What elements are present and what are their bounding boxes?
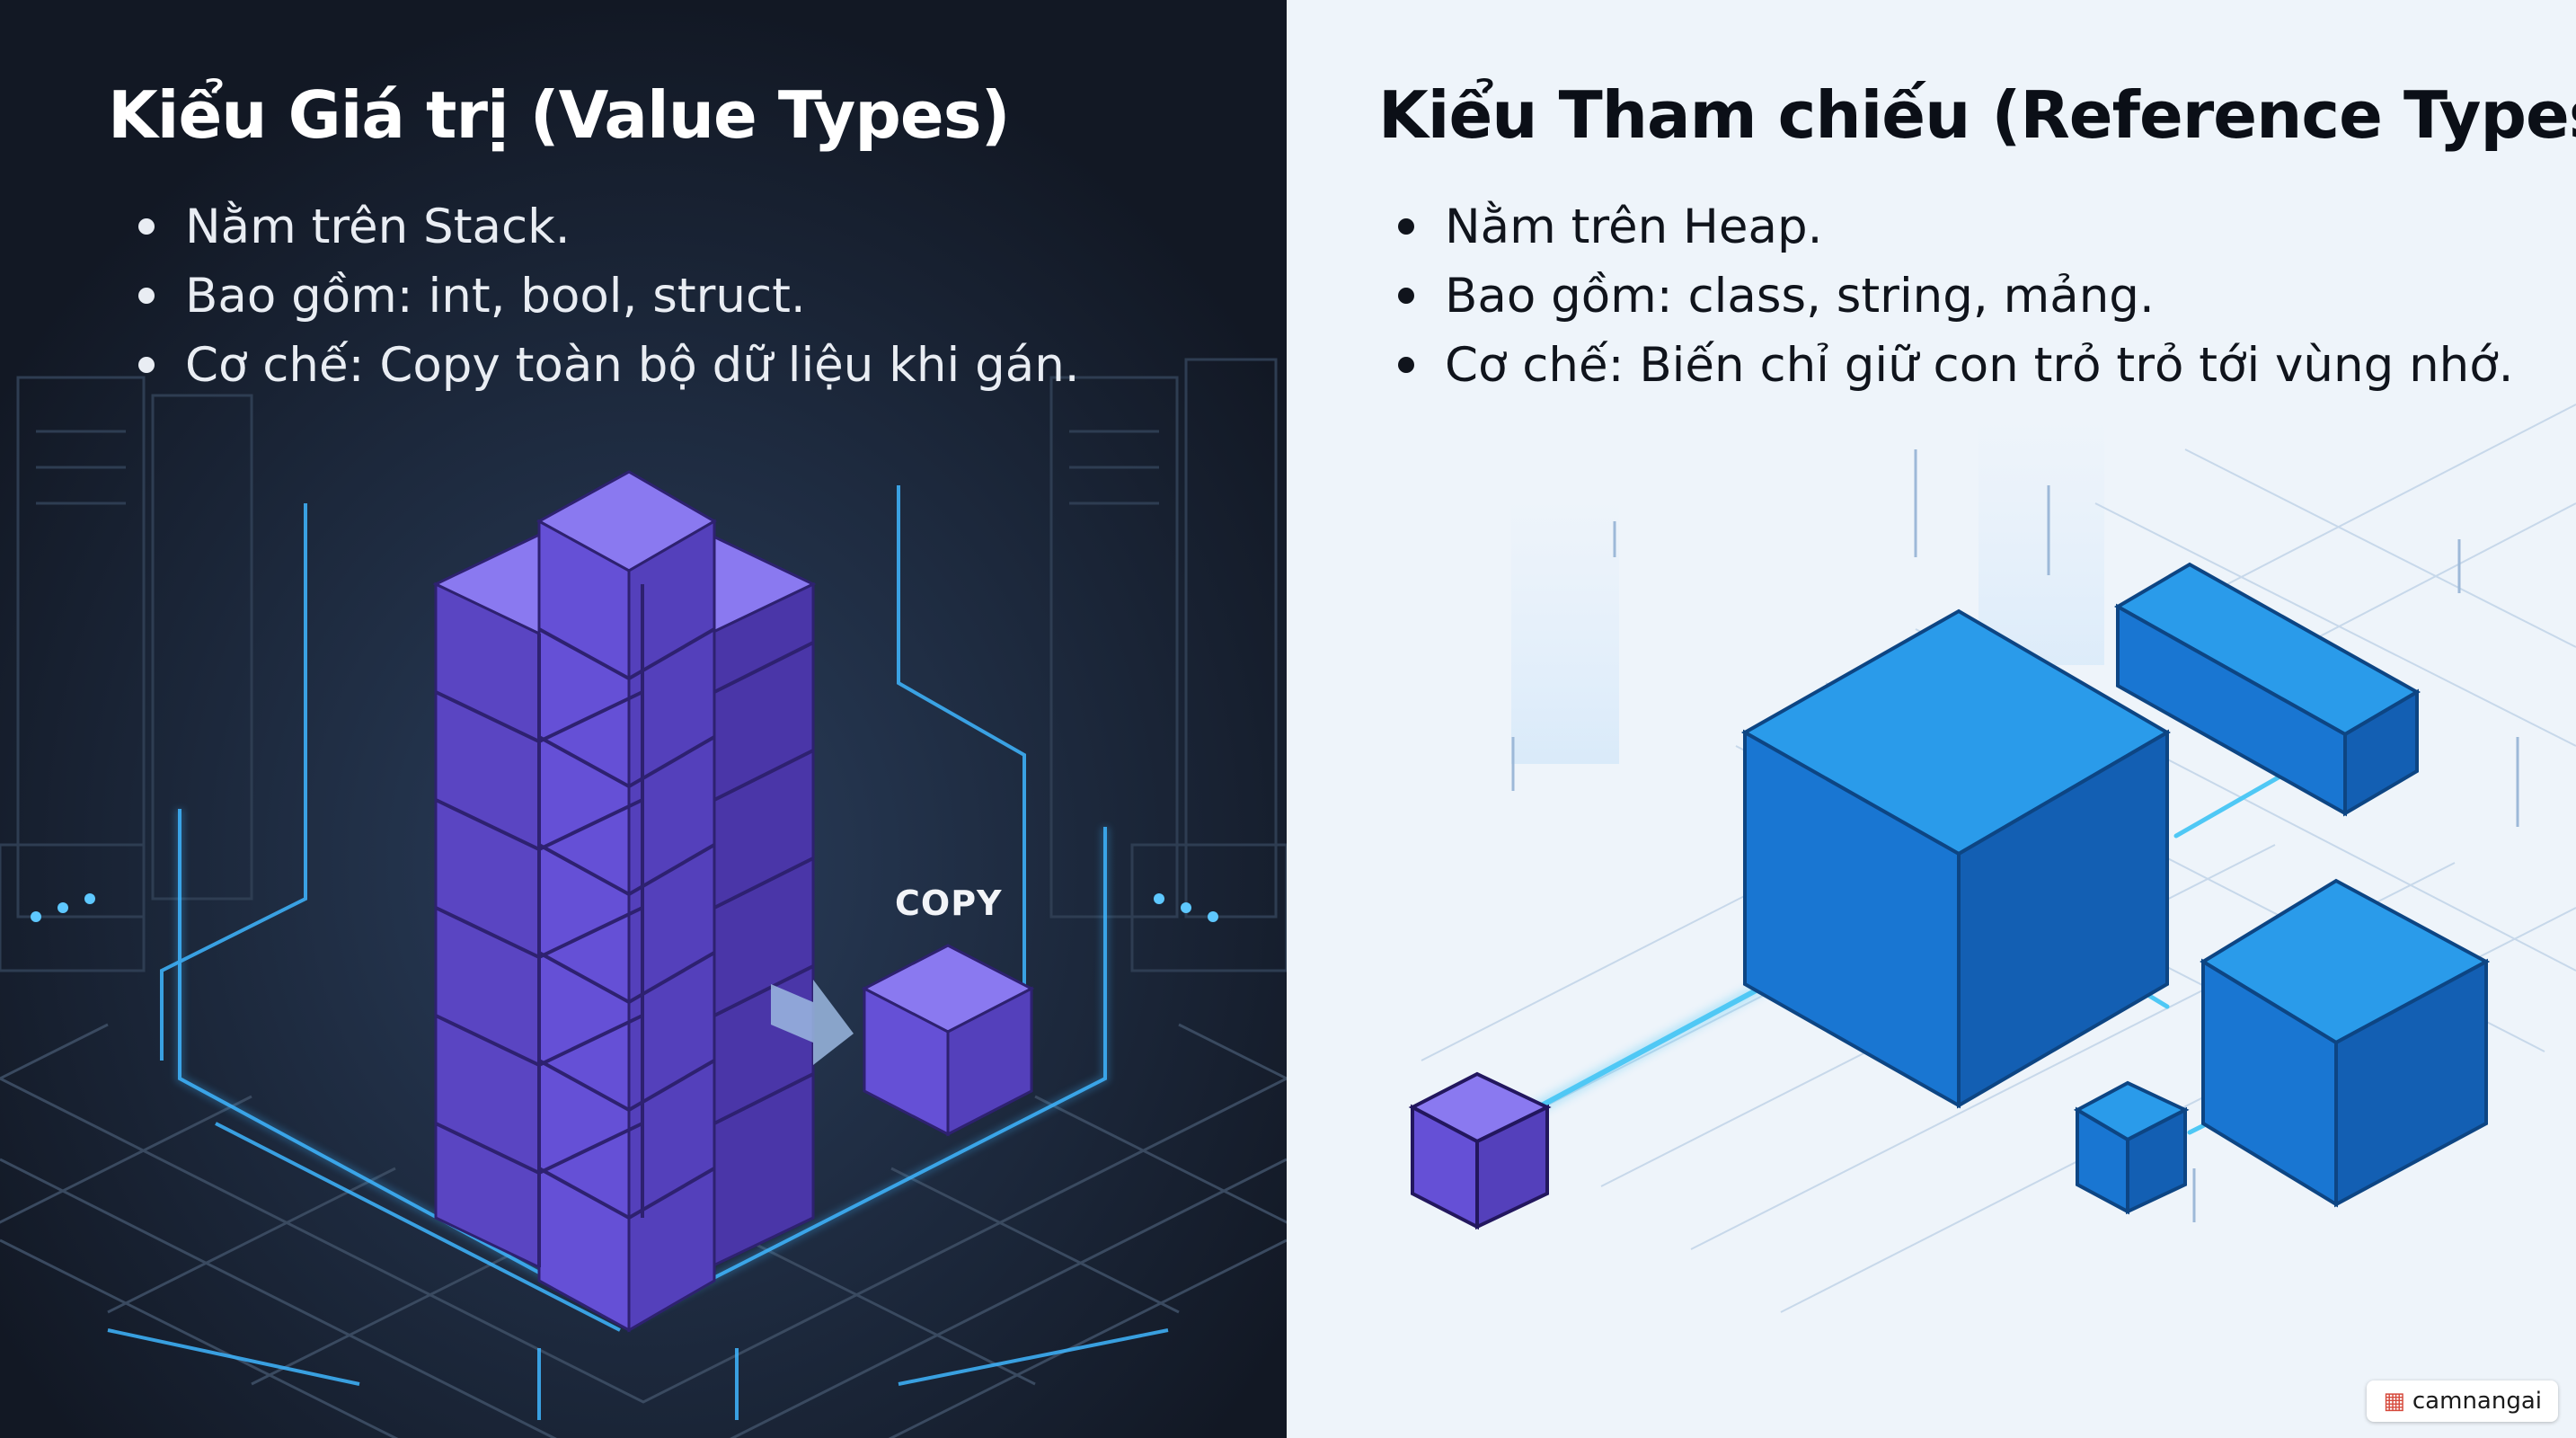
bullet-icon (1398, 288, 1414, 304)
bullet-icon (1398, 218, 1414, 235)
floor-grid (0, 1023, 1287, 1438)
book-icon: ▦ (2383, 1388, 2405, 1415)
copied-cube (861, 944, 1035, 1137)
stack-illustration (0, 0, 1287, 1438)
reference-types-bullets: Nằm trên Heap. Bao gồm: class, string, m… (1394, 192, 2514, 400)
status-leds (31, 893, 1218, 922)
bullet-item: Nằm trên Stack. (135, 192, 1080, 262)
bullet-item: Cơ chế: Biến chỉ giữ con trỏ trỏ tới vùn… (1394, 331, 2514, 400)
copy-label: COPY (895, 883, 1003, 923)
reference-types-panel: Kiểu Tham chiếu (Reference Types) Nằm tr… (1287, 0, 2576, 1438)
bullet-icon (1398, 357, 1414, 373)
variable-pointer-cube (1408, 1071, 1552, 1230)
medium-heap-object-cube (2200, 878, 2491, 1208)
bullet-icon (138, 218, 155, 235)
copy-arrow-icon (771, 980, 854, 1065)
bullet-icon (138, 288, 155, 304)
small-heap-object-cube (2073, 1080, 2190, 1215)
bullet-item: Cơ chế: Copy toàn bộ dữ liệu khi gán. (135, 331, 1080, 400)
value-types-title: Kiểu Giá trị (Value Types) (108, 77, 1010, 153)
reference-types-title: Kiểu Tham chiếu (Reference Types) (1378, 77, 2576, 153)
bullet-item: Bao gồm: class, string, mảng. (1394, 262, 2514, 331)
bar-heap-object-cube (2113, 562, 2421, 817)
bullet-item: Bao gồm: int, bool, struct. (135, 262, 1080, 331)
value-types-panel: Kiểu Giá trị (Value Types) Nằm trên Stac… (0, 0, 1287, 1438)
bullet-icon (138, 357, 155, 373)
heap-illustration (1287, 0, 2576, 1438)
watermark: ▦camnangai (2367, 1380, 2558, 1422)
large-heap-object-cube (1740, 608, 2171, 1109)
value-stack-cubes (432, 470, 817, 1333)
bullet-item: Nằm trên Heap. (1394, 192, 2514, 262)
server-wall (0, 358, 1287, 972)
value-types-bullets: Nằm trên Stack. Bao gồm: int, bool, stru… (135, 192, 1080, 400)
